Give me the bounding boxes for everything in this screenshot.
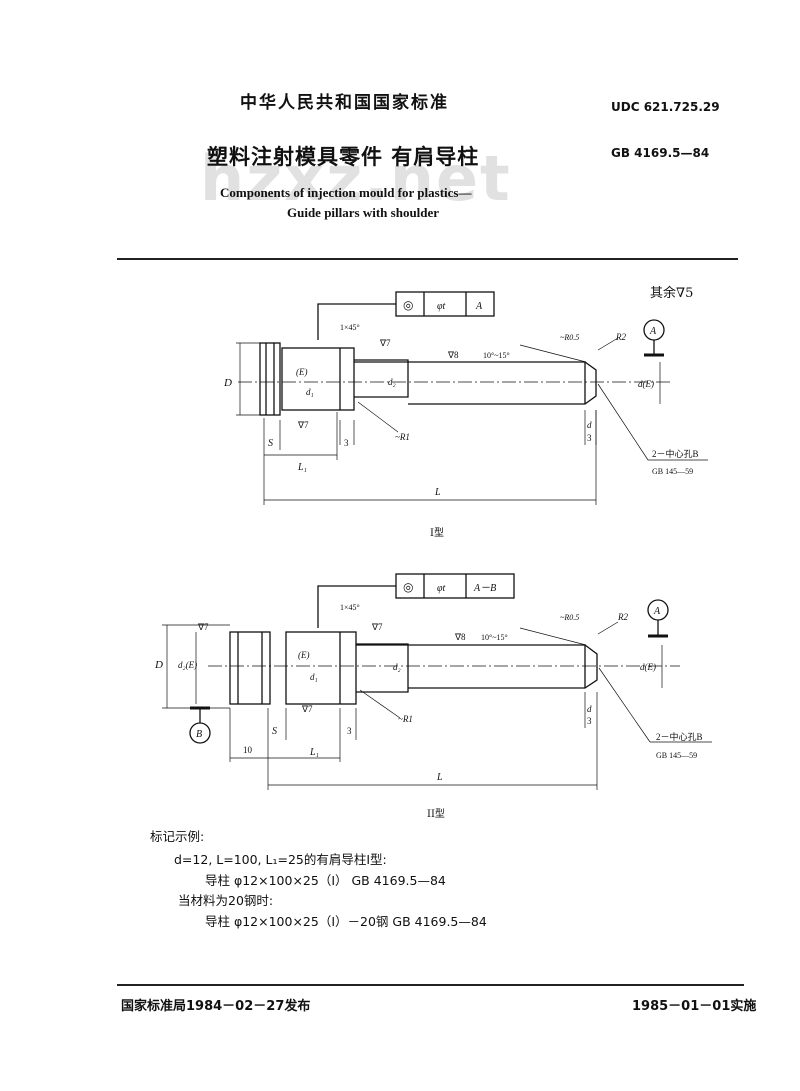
tolerance-datum-1: A (475, 301, 483, 312)
finish-shaft-1: ∇8 (447, 350, 459, 360)
dim-D-2: D (154, 659, 163, 671)
example-line-2: 导柱 φ12×100×25（Ⅰ） GB 4169.5—84 (205, 873, 446, 888)
watermark: hzxz.net (200, 142, 512, 215)
dim-d-right-1: d(E) (638, 379, 654, 389)
header-rule (117, 258, 738, 260)
dim-3-2: 3 (347, 726, 352, 736)
angle-label-1: 10°~15° (483, 351, 510, 360)
angle-label-2: 10°~15° (481, 633, 508, 642)
chamfer-label-2: 1×45° (340, 603, 360, 612)
dim-L-2: L (436, 772, 443, 783)
left-cylinder-2 (229, 631, 271, 705)
radius-root-2: ~R1 (398, 714, 413, 724)
issued-date: 国家标准局1984－02－27发布 (121, 999, 311, 1014)
datum-label-1: A (649, 326, 657, 337)
center-hole-2: 2－中心孔B (656, 731, 703, 742)
effective-date: 1985－01－01实施 (632, 999, 757, 1014)
example-line-4: 导柱 φ12×100×25（Ⅰ）－20钢 GB 4169.5—84 (205, 914, 487, 929)
example-line-3: 当材料为20钢时: (178, 893, 274, 908)
surface-finish-note: 其余∇5 (650, 286, 694, 301)
dim-3-1: 3 (344, 438, 349, 448)
radius-tip-2: ~R0.5 (560, 613, 579, 622)
caption-type-1: I型 (430, 528, 444, 539)
shoulder-2 (285, 631, 357, 705)
standard-organization: 中华人民共和国国家标准 (240, 93, 449, 113)
finish-top-2: ∇7 (371, 622, 383, 632)
tolerance-value-2: φt (437, 583, 446, 594)
footer-rule (117, 984, 744, 986)
finish-bottom-2: ∇7 (301, 704, 313, 714)
dim-d3-den-1: 3 (587, 433, 592, 443)
dim-d2E-2: d₂(E) (178, 660, 197, 670)
document-title-cn: 塑料注射模具零件 有肩导柱 (207, 145, 480, 169)
radius-root-1: ~R1 (395, 432, 410, 442)
example-heading: 标记示例: (150, 829, 205, 844)
finish-shaft-2: ∇8 (454, 632, 466, 642)
head-1 (259, 342, 281, 416)
dim-S-1: S (268, 438, 273, 449)
center-hole-std-1: GB 145—59 (652, 467, 693, 476)
tolerance-value-1: φt (437, 301, 446, 312)
dim-E-2: (E) (298, 650, 310, 660)
dim-L-1: L (434, 487, 441, 498)
dim-d-right-2: d(E) (640, 662, 656, 672)
radius-end-1: R2 (615, 332, 626, 342)
gb-number: GB 4169.5—84 (611, 146, 710, 160)
dim-d3-den-2: 3 (587, 716, 592, 726)
dim-L1-2: L₁ (309, 747, 319, 758)
radius-tip-1: ~R0.5 (560, 333, 579, 342)
finish-top-1: ∇7 (379, 338, 391, 348)
center-hole-std-2: GB 145—59 (656, 751, 697, 760)
tolerance-datum-2: A－B (473, 583, 496, 594)
finish-bottom-1: ∇7 (297, 420, 309, 430)
datum-a-label-2: A (653, 606, 661, 617)
document-title-en-line1: Components of injection mould for plasti… (220, 185, 472, 200)
center-hole-1: 2－中心孔B (652, 448, 699, 459)
dim-D-1: D (223, 377, 232, 389)
shoulder-1 (281, 347, 355, 411)
dim-d2-2: d₂ (393, 662, 401, 672)
caption-type-2: II型 (427, 809, 445, 820)
chamfer-label-1: 1×45° (340, 323, 360, 332)
concentricity-symbol-2: ◎ (403, 580, 413, 594)
tolerance-frame-2 (395, 573, 515, 599)
dim-10-2: 10 (243, 745, 253, 755)
dim-L1-1: L₁ (297, 462, 307, 473)
dim-d3-num-2: d (587, 704, 592, 714)
udc-number: UDC 621.725.29 (611, 100, 720, 114)
example-line-1: d=12, L=100, L₁=25的有肩导柱Ⅰ型: (174, 852, 387, 867)
dim-d2-1: d₂ (388, 377, 396, 387)
document-title-en-line2: Guide pillars with shoulder (287, 205, 440, 220)
dim-S-2: S (272, 726, 277, 737)
radius-end-2: R2 (617, 612, 628, 622)
dim-d3-num-1: d (587, 420, 592, 430)
dim-d1-2: d₁ (310, 672, 318, 682)
dim-E-1: (E) (296, 367, 308, 377)
concentricity-symbol-1: ◎ (403, 298, 413, 312)
datum-b-label-2: B (196, 729, 202, 740)
finish-left-2: ∇7 (197, 622, 209, 632)
dim-d1-1: d₁ (306, 387, 314, 397)
